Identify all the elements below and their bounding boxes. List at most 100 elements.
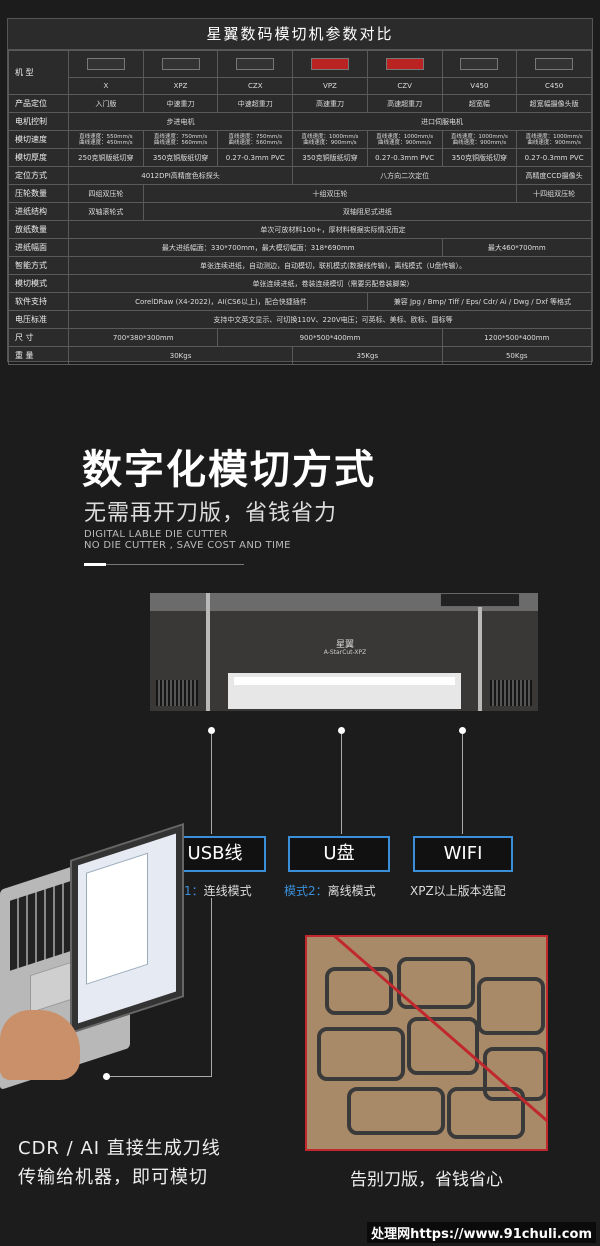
- row-label: 模切厚度: [8, 148, 69, 167]
- cell: 30Kgs: [67, 346, 294, 365]
- table-row: 电压标准 支持中文英文显示、可切换110V、220V电压；可英标、美标、欧标、国…: [8, 310, 592, 329]
- watermark: 处理网https://www.91chuli.com: [367, 1222, 596, 1243]
- cell: 入门版: [68, 94, 144, 113]
- connector-line: [462, 734, 463, 834]
- cell: 高速超重刀: [366, 94, 443, 113]
- cell: 步进电机: [67, 112, 294, 131]
- connector-dot: [103, 1073, 110, 1080]
- row-label: 电机控制: [8, 112, 69, 131]
- connector-dot: [459, 727, 466, 734]
- cell: 十组双压轮: [142, 184, 518, 203]
- cell: 单张连续进纸，自动测边，自动模切，联机模式(数据线传输)，离线模式（U盘传输）。: [68, 256, 592, 275]
- table-row: 放纸数量 单次可放材料100+，厚材料根据实际情况而定: [8, 220, 592, 239]
- cell: 支持中文英文显示、可切换110V、220V电压；可英标、美标、欧标、国标等: [68, 310, 592, 329]
- cell: 1200*500*400mm: [441, 328, 593, 347]
- divider: [84, 564, 244, 565]
- cell: CorelDRaw (X4-2022)，AI(CS6以上)，配合快捷插件: [68, 292, 368, 311]
- table-row: 进纸幅面 最大进纸幅面：330*700mm，最大模切幅面：318*690mm 最…: [8, 238, 593, 257]
- model-name: V450: [441, 77, 518, 95]
- spec-table: 星翼数码模切机参数对比 机 型 X XPZ CZX VPZ CZV: [7, 18, 593, 365]
- software-caption-1: CDR / AI 直接生成刀线: [18, 1138, 221, 1159]
- cell: 单张连续进纸，卷装连续模切（需要另配卷装脚架）: [68, 274, 592, 293]
- table-row: 定位方式 4012DPI高精度色标探头 八方向二次定位 高精度CCD摄像头: [8, 166, 592, 185]
- vent-grille: [156, 680, 198, 706]
- row-label: 模切速度: [8, 130, 69, 149]
- cell: 0.27-0.3mm PVC: [217, 148, 294, 167]
- cell: 双轴滚轮式: [68, 202, 144, 221]
- cell: 350克铜版纸切穿: [292, 148, 368, 167]
- model-name: VPZ: [292, 77, 368, 95]
- wifi-box: WIFI: [413, 836, 513, 872]
- row-label: 定位方式: [8, 166, 69, 185]
- table-row: 智能方式 单张连续进纸，自动测边，自动模切，联机模式(数据线传输)，离线模式（U…: [8, 256, 592, 275]
- control-panel: [440, 593, 520, 607]
- row-label: 电压标准: [8, 310, 69, 329]
- table-title: 星翼数码模切机参数对比: [8, 19, 592, 50]
- die-board-photo: [305, 935, 548, 1151]
- table-row: 机 型: [8, 50, 592, 95]
- cell: 双轴阻尼式进纸: [142, 202, 593, 221]
- die-blade: [325, 967, 393, 1015]
- cell: 进口伺服电机: [292, 112, 592, 131]
- machine-model: A-StarCut-XPZ: [323, 649, 367, 656]
- machine-stripe: [206, 593, 210, 711]
- cell: 超宽幅摄像头版: [516, 94, 592, 113]
- cell: 高精度CCD摄像头: [516, 166, 592, 185]
- machine-thumb: [142, 50, 219, 78]
- row-label: 重 量: [8, 346, 69, 365]
- machine-brand: 星翼: [335, 640, 354, 650]
- cell: 十四组双压轮: [516, 184, 592, 203]
- die-blade: [397, 957, 475, 1009]
- table-row: 进纸结构 双轴滚轮式 双轴阻尼式进纸: [8, 202, 593, 221]
- connector-dot: [338, 727, 345, 734]
- cell: 单次可放材料100+，厚材料根据实际情况而定: [68, 220, 592, 239]
- row-label: 放纸数量: [8, 220, 69, 239]
- die-cutter-machine: 星翼 A-StarCut-XPZ: [150, 593, 538, 715]
- table-row: 软件支持 CorelDRaw (X4-2022)，AI(CS6以上)，配合快捷插…: [8, 292, 593, 311]
- row-label: 尺 寸: [8, 328, 69, 347]
- farewell-caption: 告别刀版，省钱省心: [350, 1170, 503, 1190]
- machine-thumb: [516, 50, 592, 78]
- die-blade: [317, 1027, 405, 1081]
- cell: 700*380*300mm: [67, 328, 219, 347]
- laptop-screen: [70, 822, 184, 1034]
- table-row: 模切模式 单张连续进纸，卷装连续模切（需要另配卷装脚架）: [8, 274, 592, 293]
- paper-slot-highlight: [234, 677, 455, 685]
- cell: 超宽幅: [441, 94, 518, 113]
- connector-dot: [208, 727, 215, 734]
- cell: 350克铜版纸切穿: [441, 148, 518, 167]
- cell: 250克铜版纸切穿: [68, 148, 144, 167]
- cell: 4012DPI高精度色标探头: [67, 166, 294, 185]
- die-blade: [483, 1047, 546, 1101]
- cell: 900*500*400mm: [217, 328, 443, 347]
- machine-thumb: [68, 50, 144, 78]
- hero-english-line-2: NO DIE CUTTER , SAVE COST AND TIME: [84, 540, 291, 551]
- die-blade: [347, 1087, 445, 1135]
- row-label: 压轮数量: [8, 184, 69, 203]
- machine-thumb: [441, 50, 518, 78]
- spec-grid: 机 型 X XPZ CZX VPZ CZV V450 C450 产品定位: [8, 50, 593, 365]
- mode-2-label: 模式2：离线模式: [284, 884, 376, 898]
- table-row: 模切厚度 250克铜版纸切穿 350克铜版纸切穿 0.27-0.3mm PVC …: [8, 148, 592, 167]
- hero-subtitle: 无需再开刀版，省钱省力: [84, 501, 338, 526]
- model-name: CZV: [366, 77, 443, 95]
- table-row: 电机控制 步进电机 进口伺服电机: [8, 112, 592, 131]
- table-row: 尺 寸 700*380*300mm 900*500*400mm 1200*500…: [8, 328, 593, 347]
- software-window: [86, 852, 148, 985]
- machine-thumb: [217, 50, 294, 78]
- model-name: XPZ: [142, 77, 219, 95]
- software-caption-2: 传输给机器，即可模切: [18, 1167, 208, 1188]
- cell: 四组双压轮: [68, 184, 144, 203]
- cell: 八方向二次定位: [292, 166, 518, 185]
- model-name: X: [68, 77, 144, 95]
- machine-stripe: [478, 593, 482, 711]
- cell: 中速重刀: [142, 94, 219, 113]
- machine-thumb: [366, 50, 443, 78]
